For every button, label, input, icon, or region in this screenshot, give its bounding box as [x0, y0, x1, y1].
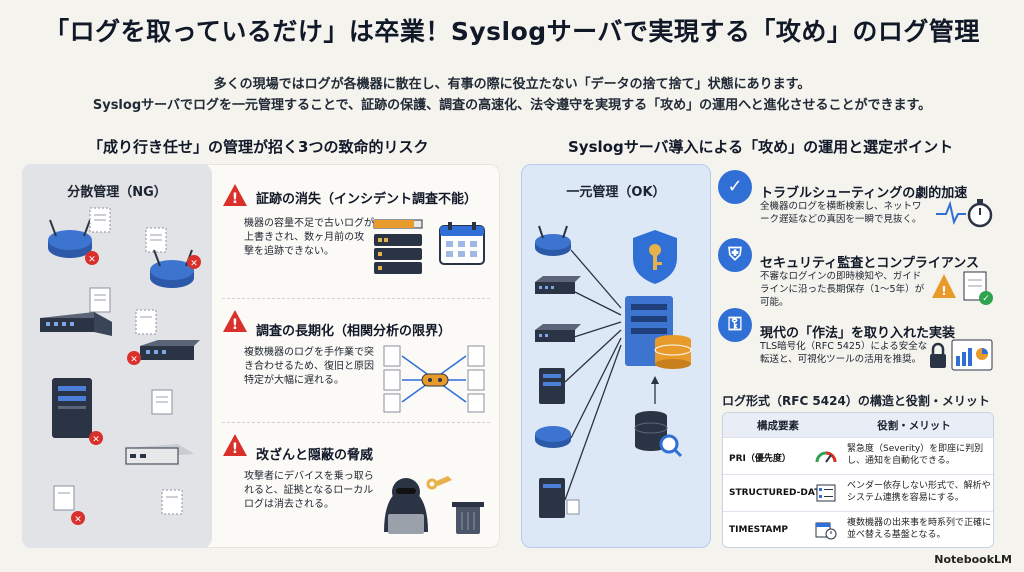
- risk-desc-3: 攻撃者にデバイスを乗っ取られると、証拠となるローカルログは消去される。: [244, 471, 374, 510]
- shield-icon: ⛨: [718, 238, 752, 272]
- router-icon: ✕: [150, 249, 201, 288]
- gauge-icon: [815, 451, 837, 463]
- lock-dashboard-icon: [930, 339, 993, 371]
- audit-icon: ! ✓: [932, 271, 993, 305]
- log-file-icon: [89, 287, 111, 313]
- log-file-icon: [145, 227, 167, 253]
- table-cell-key: TIMESTAMP: [729, 525, 789, 535]
- calendar-clock-icon: [815, 522, 837, 540]
- table-row: STRUCTURED-DATA ベンダー依存しない形式で、解析やシステム連携を容…: [723, 474, 993, 511]
- svg-text:!: !: [232, 441, 238, 457]
- warning-icon: !: [223, 434, 247, 457]
- database-search-icon: [634, 411, 683, 458]
- shield-key-icon: [633, 230, 677, 284]
- risk-desc-2: 複数機器のログを手作業で突き合わせるため、復旧と原因特定が大幅に遅れる。: [244, 347, 374, 386]
- point-desc-3: TLS暗号化（RFC 5425）による安全な転送と、可視化ツールの活用を推奨。: [760, 341, 928, 365]
- hacker-icon: [384, 476, 484, 534]
- subtitle-line-1: 多くの現場ではログが各機器に散在し、有事の際に役立たない「データの捨て捨て」状態…: [213, 77, 811, 92]
- table-cell-value: 緊急度（Severity）を即座に判別し、通知を自動化できる。: [847, 444, 984, 466]
- rfc5424-table: 構成要素 役割・メリット PRI（優先度） 緊急度（Severity）を即座に判…: [722, 412, 994, 548]
- table-cell-value: 複数機器の出来事を時系列で正確に並べ替える基盤となる。: [847, 518, 992, 540]
- divider: [222, 422, 490, 423]
- risk-title-1: 証跡の消失（インシデント調査不能）: [256, 192, 478, 207]
- stopwatch-icon: [936, 199, 993, 228]
- syslog-server-icon: [625, 296, 692, 369]
- risk-desc-1: 機器の容量不足で古いログが上書きされ、数ヶ月前の攻撃を追跡できない。: [244, 218, 374, 257]
- subtitle-line-2: Syslogサーバでログを一元管理することで、証跡の保護、調査の高速化、法令遵守…: [92, 98, 932, 113]
- divider: [222, 298, 490, 299]
- switch-icon: [40, 312, 112, 336]
- centralized-devices-illustration: [535, 225, 692, 518]
- point-desc-2: 不審なログインの即時検知や、ガイドラインに沿った長期保存（1〜5年）が可能。: [760, 271, 925, 308]
- page-title: 「ログを取っているだけ」は卒業！Syslogサーバで実現する「攻め」のログ管理: [44, 17, 980, 46]
- router-icon: [535, 225, 571, 256]
- server-icon: ✕: [52, 378, 103, 445]
- svg-text:!: !: [941, 284, 946, 298]
- point-title-2: セキュリティ監査とコンプライアンス: [760, 256, 980, 271]
- correlation-analysis-icon: [383, 345, 485, 413]
- structured-list-icon: [816, 484, 836, 502]
- key-icon: ⚿: [718, 308, 752, 342]
- risk-title-3: 改ざんと隠蔽の脅威: [256, 448, 374, 463]
- switch-icon: ✕: [127, 340, 200, 365]
- table-row: PRI（優先度） 緊急度（Severity）を即座に判別し、通知を自動化できる。: [723, 437, 993, 474]
- router-icon: ✕: [48, 219, 99, 265]
- log-file-icon: [89, 207, 111, 233]
- svg-text:✕: ✕: [92, 435, 100, 445]
- table-cell-value: ベンダー依存しない形式で、解析やシステム連携を容易にする。: [847, 481, 991, 503]
- log-file-icon: [135, 309, 157, 335]
- switch-icon: [535, 324, 581, 342]
- svg-text:✕: ✕: [190, 259, 198, 269]
- table-header: 構成要素 役割・メリット: [723, 413, 993, 437]
- switch-icon: [535, 276, 581, 294]
- log-file-icon: [151, 389, 173, 415]
- distributed-devices-illustration: ✕ ✕ ✕ ✕ ✕: [40, 207, 201, 525]
- risk-title-2: 調査の長期化（相関分析の限界）: [256, 324, 452, 339]
- svg-text:✓: ✓: [982, 294, 990, 304]
- table-col-header: 役割・メリット: [877, 420, 951, 432]
- network-appliance-icon: [125, 444, 194, 465]
- router-icon: [535, 426, 571, 448]
- notebooklm-logo: NotebookLM: [934, 553, 1012, 566]
- point-desc-1: 全機器のログを横断検索し、ネットワーク遅延などの真因を一瞬で見抜く。: [760, 201, 922, 225]
- server-icon: [539, 368, 565, 404]
- ok-label: 一元管理（OK）: [566, 185, 666, 200]
- right-section-heading: Syslogサーバ導入による「攻め」の運用と選定ポイント: [568, 138, 954, 156]
- warning-icon: !: [223, 184, 247, 207]
- svg-text:!: !: [232, 317, 238, 333]
- ng-label: 分散管理（NG）: [67, 185, 167, 200]
- warning-icon: !: [223, 310, 247, 333]
- svg-text:✕: ✕: [130, 355, 138, 365]
- point-title-1: トラブルシューティングの劇的加速: [760, 186, 968, 201]
- table-cell-key: PRI（優先度）: [729, 454, 791, 464]
- table-row: TIMESTAMP 複数機器の出来事を時系列で正確に並べ替える基盤となる。: [723, 511, 993, 547]
- left-section-heading: 「成り行き任せ」の管理が招く3つの致命的リスク: [88, 138, 429, 156]
- table-cell-key: STRUCTURED-DATA: [729, 488, 827, 498]
- table-title: ログ形式（RFC 5424）の構造と役割・メリット: [722, 394, 990, 408]
- log-file-icon: ✕: [53, 485, 85, 525]
- calendar-icon: [439, 222, 485, 265]
- check-icon: ✓: [718, 170, 752, 204]
- svg-text:✕: ✕: [74, 515, 82, 525]
- point-title-3: 現代の「作法」を取り入れた実装: [760, 326, 956, 341]
- svg-text:✕: ✕: [88, 255, 96, 265]
- server-icon: [539, 478, 580, 518]
- log-file-icon: [161, 489, 183, 515]
- table-col-header: 構成要素: [757, 420, 799, 432]
- svg-text:!: !: [232, 191, 238, 207]
- storage-full-icon: [373, 219, 423, 274]
